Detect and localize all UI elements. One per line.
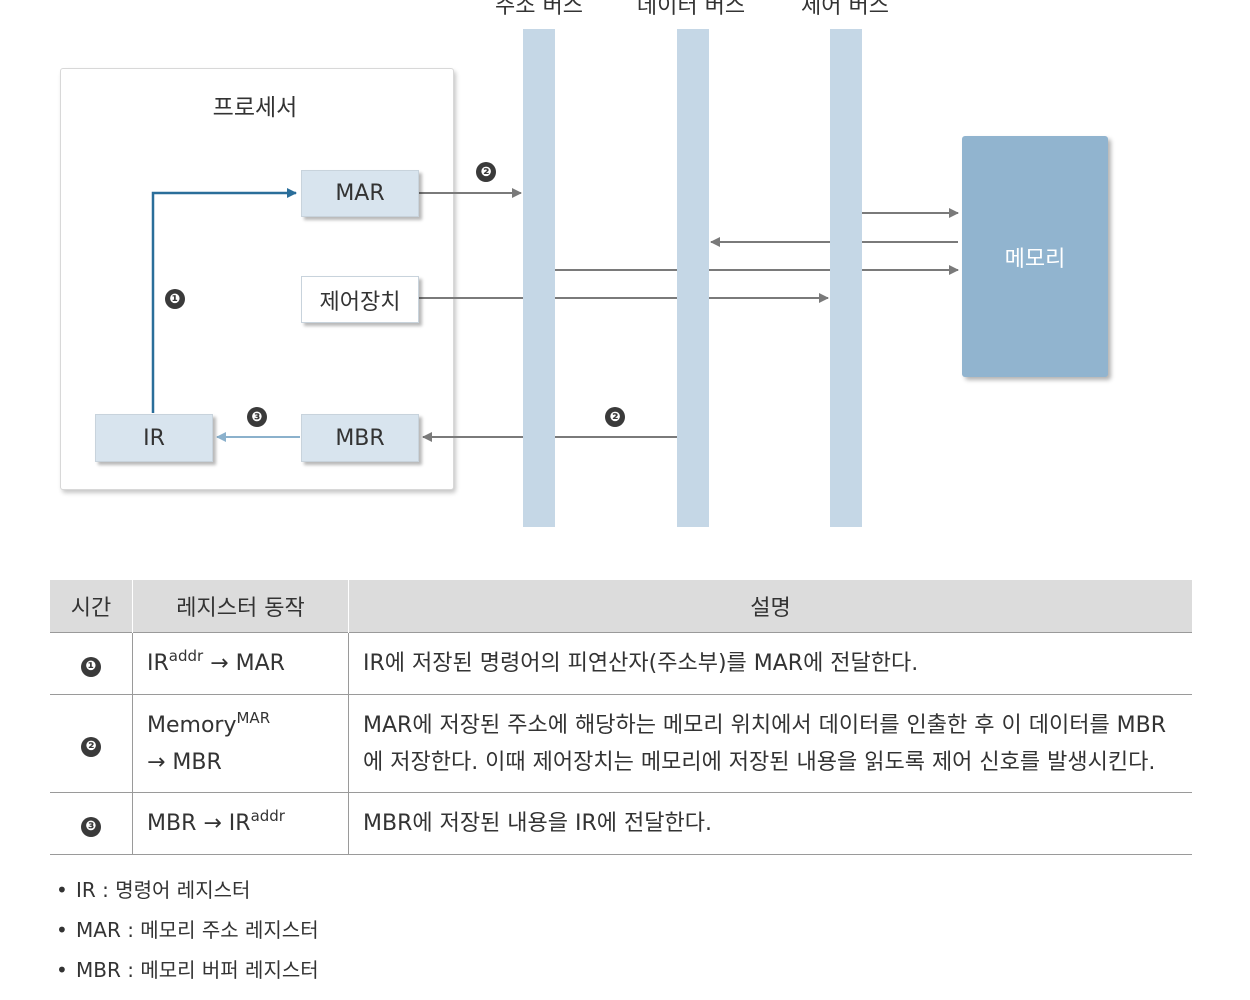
control-bus — [830, 29, 862, 527]
row-desc-cell: MAR에 저장된 주소에 해당하는 메모리 위치에서 데이터를 인출한 후 이 … — [348, 694, 1192, 793]
op-text: IR — [147, 651, 169, 676]
control-unit: 제어장치 — [301, 276, 419, 323]
op-superscript: addr — [168, 647, 204, 665]
data-bus — [677, 29, 709, 527]
header-description: 설명 — [348, 580, 1192, 633]
processor-title: 프로세서 — [212, 95, 298, 121]
bullet-icon: • — [56, 958, 68, 982]
abbreviation-legend: • IR : 명령어 레지스터 • MAR : 메모리 주소 레지스터 • MBR :… — [56, 874, 319, 994]
bullet-icon: • — [56, 918, 68, 942]
desc-text: IR에 저장된 명령어의 피연산자(주소부)를 MAR에 전달한다. — [363, 651, 919, 676]
desc-text: 에 저장한다. 이때 제어장치는 메모리에 저장된 내용을 읽도록 제어 신호를… — [363, 749, 1156, 775]
row-op-cell: MemoryMAR → MBR — [132, 694, 349, 793]
bullet-icon: • — [56, 878, 68, 902]
step-badge: ❸ — [81, 816, 101, 837]
legend-text: MAR : 메모리 주소 레지스터 — [76, 918, 319, 942]
table-row: ❶ IRaddr → MAR IR에 저장된 명령어의 피연산자(주소부)를 M… — [50, 632, 1192, 695]
row-desc-cell: IR에 저장된 명령어의 피연산자(주소부)를 MAR에 전달한다. — [348, 632, 1192, 695]
row-desc-cell: MBR에 저장된 내용을 IR에 전달한다. — [348, 792, 1192, 855]
step-badge: ❷ — [81, 736, 101, 757]
op-text: MBR → IR — [147, 811, 251, 836]
mar-register: MAR — [301, 170, 419, 217]
address-bus-label: 주소 버스 — [495, 0, 583, 19]
table-header-row: 시간 레지스터 동작 설명 — [50, 580, 1192, 633]
legend-item: • MBR : 메모리 버퍼 레지스터 — [56, 954, 319, 994]
legend-item: • IR : 명령어 레지스터 — [56, 874, 319, 914]
op-superscript: addr — [250, 807, 285, 825]
table-row: ❷ MemoryMAR → MBR MAR에 저장된 주소에 해당하는 메모리 위… — [50, 694, 1192, 793]
address-bus — [523, 29, 555, 527]
ir-to-mar-arrow — [151, 188, 297, 413]
step-2-marker-data: ❷ — [605, 407, 625, 427]
step-2-marker-address: ❷ — [476, 162, 496, 182]
register-operation-table: 시간 레지스터 동작 설명 ❶ IRaddr → MAR IR에 저장된 명령어… — [50, 580, 1192, 855]
control-bus-label: 제어 버스 — [801, 0, 889, 19]
op-text: → MBR — [147, 749, 222, 775]
row-op-cell: IRaddr → MAR — [132, 632, 349, 695]
op-text: Memory — [147, 712, 237, 738]
desc-text: MAR에 저장된 주소에 해당하는 메모리 위치에서 데이터를 인출한 후 이 … — [363, 712, 1167, 738]
step-badge: ❶ — [81, 656, 101, 677]
memory-block: 메모리 — [962, 136, 1108, 377]
row-op-cell: MBR → IRaddr — [132, 792, 349, 855]
legend-text: IR : 명령어 레지스터 — [76, 878, 251, 902]
data-bus-label: 데이터 버스 — [636, 0, 746, 19]
row-step-cell: ❷ — [50, 694, 133, 793]
step-3-marker: ❸ — [247, 407, 267, 427]
step-1-marker: ❶ — [165, 289, 185, 309]
desc-text: MBR에 저장된 내용을 IR에 전달한다. — [363, 811, 712, 836]
row-step-cell: ❸ — [50, 792, 133, 855]
op-text: → MAR — [203, 651, 285, 676]
legend-text: MBR : 메모리 버퍼 레지스터 — [76, 958, 319, 982]
header-register-op: 레지스터 동작 — [132, 580, 349, 633]
flow-arrows — [151, 188, 959, 442]
ir-register: IR — [95, 414, 213, 462]
legend-item: • MAR : 메모리 주소 레지스터 — [56, 914, 319, 954]
op-superscript: MAR — [236, 708, 271, 727]
mbr-register: MBR — [301, 414, 419, 462]
table-row: ❸ MBR → IRaddr MBR에 저장된 내용을 IR에 전달한다. — [50, 792, 1192, 855]
header-time: 시간 — [50, 580, 133, 633]
row-step-cell: ❶ — [50, 632, 133, 695]
